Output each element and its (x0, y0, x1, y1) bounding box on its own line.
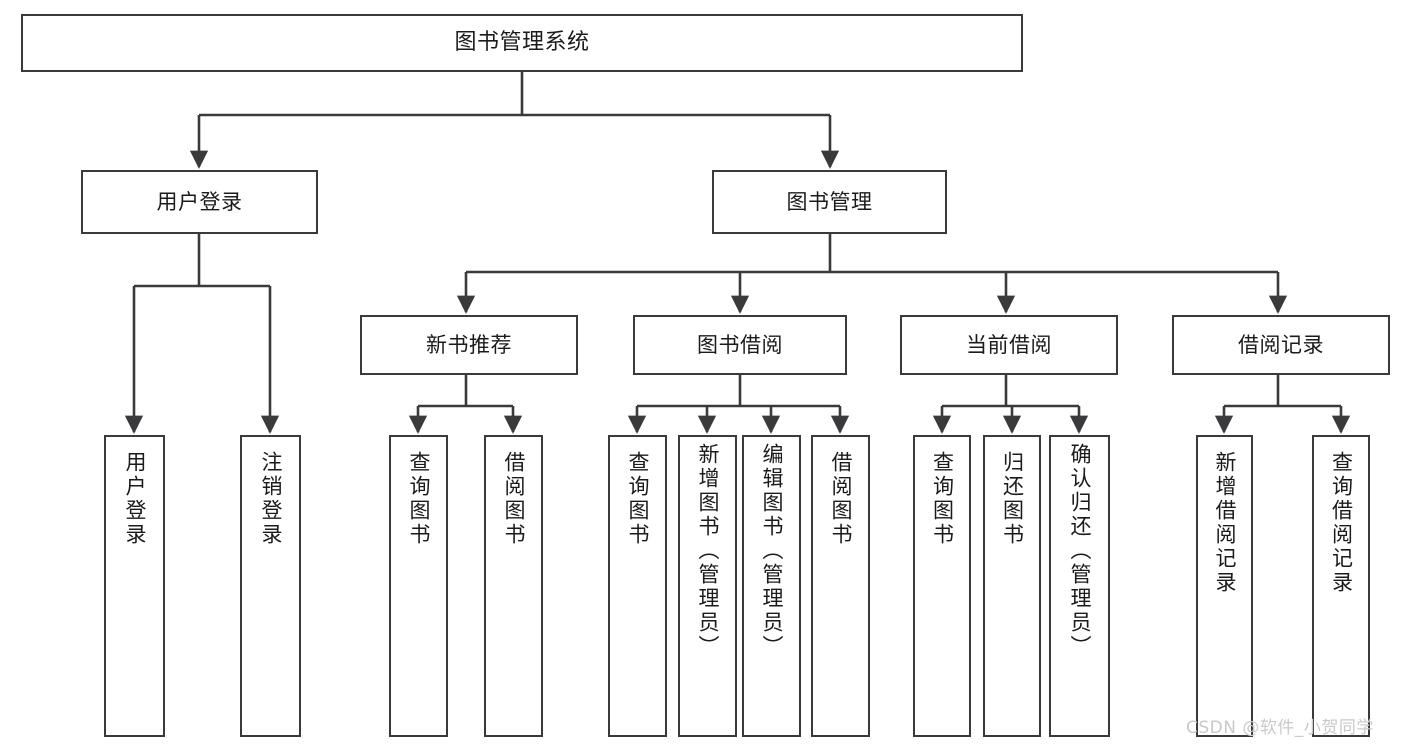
node-label: 确认归还（管理员） (1068, 443, 1092, 659)
leaf-current-borrow-query-book[interactable]: 查询图书 (913, 435, 971, 737)
node-book-borrow[interactable]: 图书借阅 (633, 315, 847, 375)
node-label: 查询图书 (930, 451, 955, 547)
node-label: 查询图书 (407, 451, 431, 547)
node-label: 查询借阅记录 (1329, 451, 1354, 595)
node-label: 用户登录 (156, 189, 243, 214)
leaf-user-login-sign-out[interactable]: 注销登录 (240, 435, 301, 737)
leaf-new-book-borrow-book[interactable]: 借阅图书 (484, 435, 543, 737)
node-label: 借阅图书 (829, 451, 853, 547)
leaf-current-borrow-return-book[interactable]: 归还图书 (983, 435, 1041, 737)
node-label: 当前借阅 (966, 332, 1052, 357)
node-label: 编辑图书（管理员） (760, 443, 784, 659)
node-current-borrow[interactable]: 当前借阅 (900, 315, 1118, 375)
node-label: 用户登录 (123, 451, 147, 547)
node-book-management[interactable]: 图书管理 (712, 170, 947, 234)
leaf-book-borrow-edit-book-admin[interactable]: 编辑图书（管理员） (742, 435, 801, 737)
node-label: 图书管理 (786, 189, 873, 214)
node-borrow-record[interactable]: 借阅记录 (1172, 315, 1390, 375)
csdn-watermark: CSDN @软件_小贺同学 (1186, 718, 1374, 738)
leaf-book-borrow-add-book-admin[interactable]: 新增图书（管理员） (678, 435, 737, 737)
leaf-user-login-sign-in[interactable]: 用户登录 (104, 435, 165, 737)
node-label: 注销登录 (259, 451, 283, 547)
leaf-borrow-record-add-record[interactable]: 新增借阅记录 (1196, 435, 1253, 737)
node-label: 借阅记录 (1238, 332, 1324, 357)
leaf-borrow-record-query-record[interactable]: 查询借阅记录 (1312, 435, 1370, 737)
node-user-login[interactable]: 用户登录 (81, 170, 318, 234)
leaf-new-book-query-book[interactable]: 查询图书 (389, 435, 448, 737)
node-label: 查询图书 (626, 451, 650, 547)
leaf-current-borrow-confirm-return-admin[interactable]: 确认归还（管理员） (1049, 435, 1110, 737)
leaf-book-borrow-query-book[interactable]: 查询图书 (608, 435, 667, 737)
node-root-book-management-system[interactable]: 图书管理系统 (21, 14, 1023, 72)
node-label: 新增借阅记录 (1213, 451, 1237, 595)
node-label: 借阅图书 (502, 451, 526, 547)
node-new-book-recommend[interactable]: 新书推荐 (360, 315, 578, 375)
leaf-book-borrow-borrow-book[interactable]: 借阅图书 (811, 435, 870, 737)
node-label: 新增图书（管理员） (696, 443, 720, 659)
node-label: 图书借阅 (697, 332, 783, 357)
node-label: 图书管理系统 (454, 30, 590, 56)
node-label: 归还图书 (1000, 451, 1025, 547)
node-label: 新书推荐 (426, 332, 512, 357)
